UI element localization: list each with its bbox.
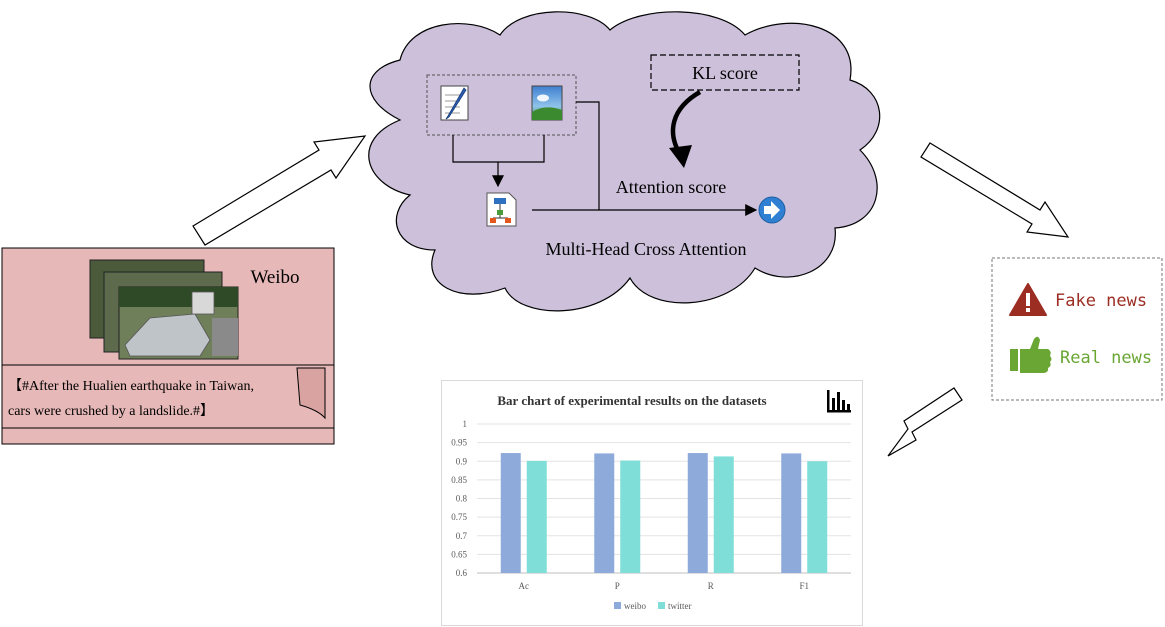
result-box <box>991 257 1163 401</box>
y-tick-label: 0.9 <box>456 456 468 466</box>
fake-news-label: Fake news <box>1055 291 1147 311</box>
x-tick-label: Ac <box>519 581 530 591</box>
x-tick-label: F1 <box>799 581 809 591</box>
output-arrow-icon <box>758 196 786 224</box>
bar-twitter-R <box>713 456 734 573</box>
thumbs-up-icon <box>1010 336 1052 373</box>
y-tick-label: 0.65 <box>451 549 467 559</box>
attention-cloud <box>368 11 881 312</box>
weibo-label: Weibo <box>250 267 299 288</box>
bar-weibo-P <box>594 453 615 573</box>
bar-weibo-Ac <box>500 453 521 573</box>
bar-chart-icon <box>827 390 851 413</box>
y-tick-label: 0.75 <box>451 512 467 522</box>
x-tick-label: P <box>615 581 620 591</box>
y-tick-label: 0.6 <box>456 568 468 578</box>
weibo-post-line1: 【#After the Hualien earthquake in Taiwan… <box>8 378 254 394</box>
chart-flow-arrow <box>887 387 963 457</box>
bar-twitter-Ac <box>526 460 547 573</box>
kl-score-box <box>650 54 800 91</box>
bar-weibo-R <box>687 453 708 573</box>
legend-label-twitter: twitter <box>668 601 692 611</box>
modality-box <box>426 74 577 136</box>
bar-twitter-F1 <box>807 461 828 573</box>
bar-weibo-F1 <box>781 453 802 573</box>
classify-flow-arrow <box>920 142 1070 238</box>
kl-curved-arrow <box>669 90 702 168</box>
weibo-photos <box>89 259 239 360</box>
chart-title: Bar chart of experimental results on the… <box>497 393 766 408</box>
bar-twitter-P <box>620 460 641 573</box>
y-tick-label: 0.95 <box>451 438 467 448</box>
results-bar-chart: Bar chart of experimental results on the… <box>441 380 863 626</box>
x-tick-label: R <box>708 581 714 591</box>
text-document-icon <box>440 85 469 121</box>
real-news-label: Real news <box>1060 348 1152 368</box>
y-tick-label: 0.85 <box>451 475 467 485</box>
legend-label-weibo: weibo <box>624 601 646 611</box>
attention-score-label: Attention score <box>616 177 726 197</box>
y-tick-label: 0.7 <box>456 531 468 541</box>
weibo-post-line2: cars were crushed by a landslide.#】 <box>8 403 214 419</box>
fusion-document-icon <box>486 192 517 227</box>
y-tick-label: 1 <box>463 419 468 429</box>
y-tick-label: 0.8 <box>456 494 468 504</box>
cloud-title: Multi-Head Cross Attention <box>546 239 747 259</box>
legend-swatch-twitter <box>658 602 665 609</box>
legend-swatch-weibo <box>614 602 621 609</box>
kl-score-label: KL score <box>692 63 758 83</box>
image-icon <box>531 85 563 121</box>
input-flow-arrow <box>192 135 367 246</box>
warning-icon <box>1009 283 1047 316</box>
